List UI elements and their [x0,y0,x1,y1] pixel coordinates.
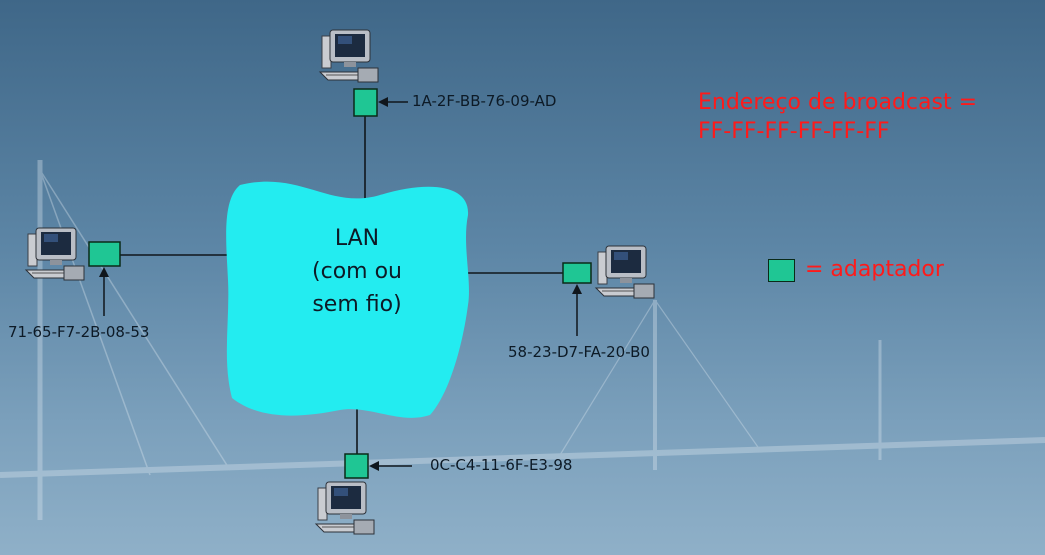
mac-label-left: 71-65-F7-2B-08-53 [8,323,150,341]
broadcast-line-1: Endereço de broadcast = [698,90,978,115]
adapter-top [353,88,378,117]
lan-label-line: sem fio) [312,292,402,317]
broadcast-note: Endereço de broadcast = FF-FF-FF-FF-FF-F… [698,88,977,146]
adapter-left [88,241,121,267]
arrow-right [572,284,582,336]
computer-icon-left [25,227,85,281]
legend-label: = adaptador [805,257,944,282]
arrow-left [99,267,109,316]
lan-label-line: LAN [334,226,380,251]
adapter-right [562,262,592,284]
adapter-bottom [344,453,369,479]
lan-cloud [226,181,469,418]
computer-icon-right [595,245,655,299]
mac-label-bottom: 0C-C4-11-6F-E3-98 [430,456,573,474]
computer-icon-top [319,29,379,83]
mac-label-right: 58-23-D7-FA-20-B0 [508,343,650,361]
lan-label-line: (com ou [312,259,402,284]
broadcast-line-2: FF-FF-FF-FF-FF-FF [698,119,890,144]
arrow-bottom [369,461,412,471]
mac-label-top: 1A-2F-BB-76-09-AD [412,92,557,110]
bridge-backdrop [0,160,1045,520]
lan-label: LAN (com ou sem fio) [282,222,432,321]
legend-adapter-swatch [768,259,795,282]
network-links [120,115,565,455]
computer-icon-bottom [315,481,375,535]
arrow-top [378,97,408,107]
